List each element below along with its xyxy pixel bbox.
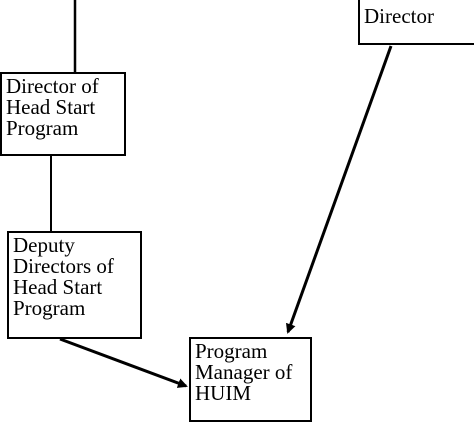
deputy-label-line-2: Directors of (13, 254, 114, 278)
deputy-directors-box: Deputy Directors of Head Start Program (7, 231, 142, 339)
director-box: Director (358, 0, 474, 45)
director-hs-label-line-2: Head Start (6, 95, 96, 119)
arrow-director-to-program-manager (286, 45, 393, 334)
director-of-head-start-box: Director of Head Start Program (0, 72, 126, 156)
deputy-label-line-1: Deputy (13, 233, 75, 257)
pm-label-line-1: Program (195, 339, 268, 363)
director-hs-label-line-1: Director of (6, 74, 99, 98)
director-hs-label-line-3: Program (6, 116, 79, 140)
deputy-label-line-3: Head Start (13, 275, 103, 299)
program-manager-box: Program Manager of HUIM (189, 337, 312, 422)
arrow-deputy-to-program-manager (59, 337, 188, 388)
deputy-label-line-4: Program (13, 296, 86, 320)
pm-label-line-2: Manager of (195, 360, 293, 384)
director-label-line-1: Director (364, 4, 434, 28)
pm-label-line-3: HUIM (195, 381, 251, 405)
